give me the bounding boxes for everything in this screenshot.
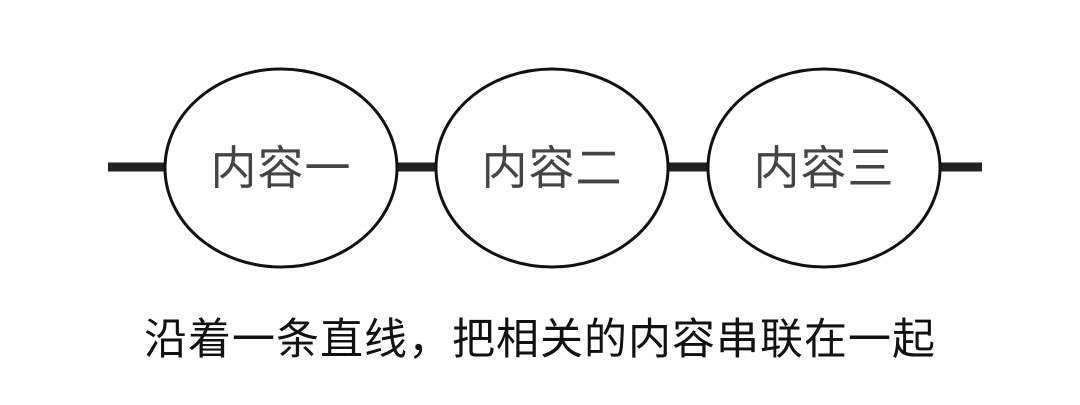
node-2: 内容二 — [434, 67, 670, 269]
node-3-label: 内容三 — [754, 141, 895, 195]
node-2-label: 内容二 — [482, 141, 623, 195]
node-2-ellipse — [434, 67, 670, 269]
node-1-label: 内容一 — [211, 141, 352, 195]
node-1: 内容一 — [163, 67, 399, 269]
node-3-ellipse — [706, 67, 942, 269]
diagram-caption: 沿着一条直线，把相关的内容串联在一起 — [144, 315, 936, 365]
node-1-ellipse — [163, 67, 399, 269]
node-3: 内容三 — [706, 67, 942, 269]
